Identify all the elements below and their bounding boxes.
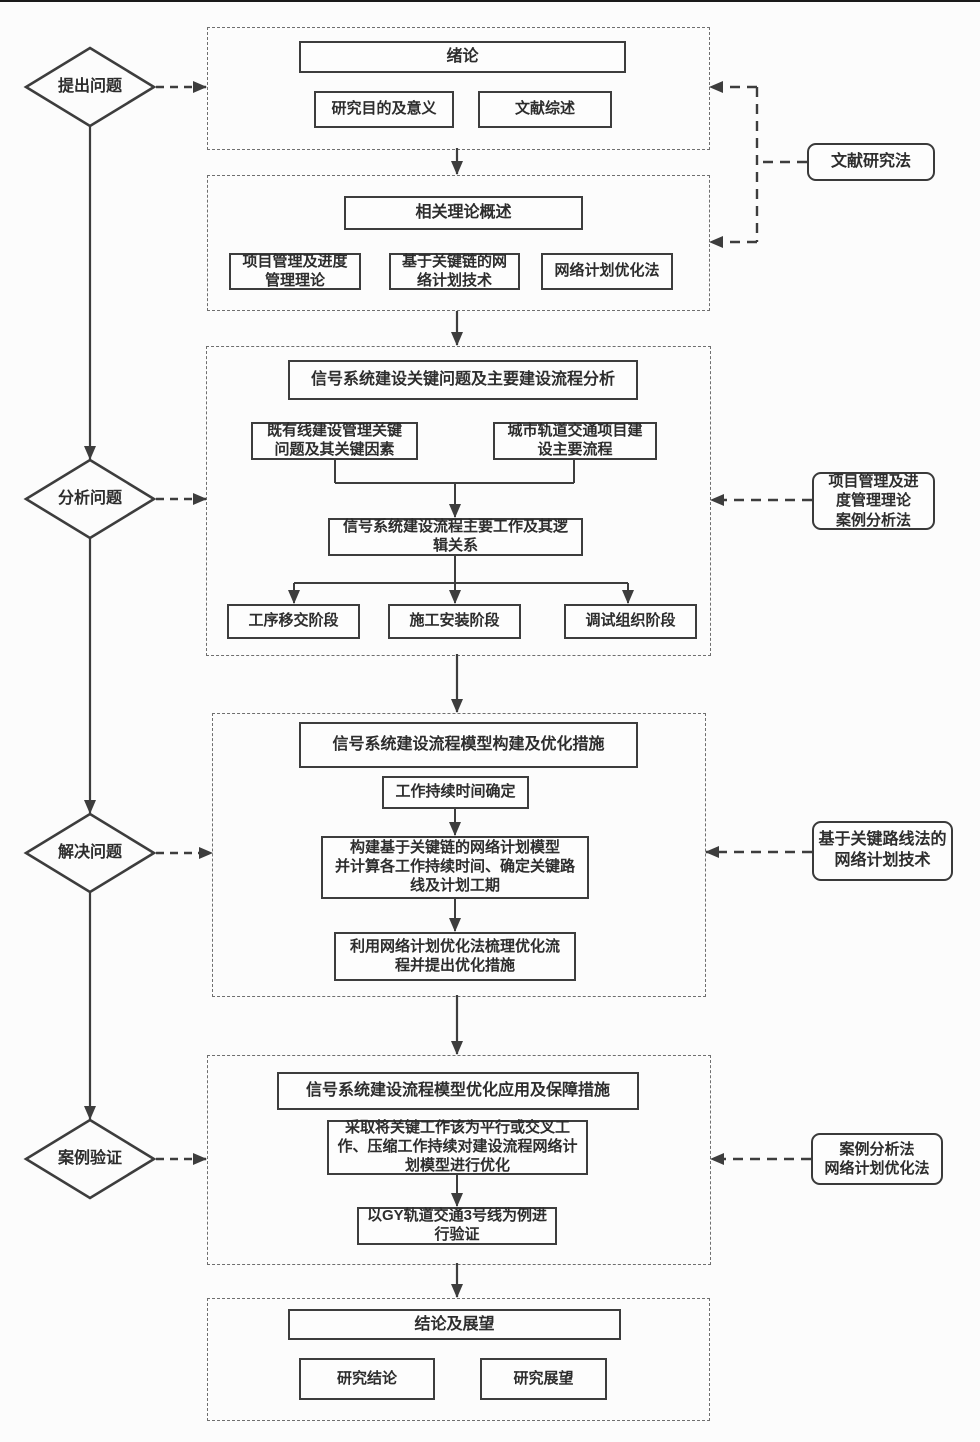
box-model-building-title: 信号系统建设流程模型构建及优化措施 [299,722,638,768]
method-critical-path-technique: 基于关键路线法的 网络计划技术 [812,821,953,881]
method-dashed-connectors [705,81,812,1165]
box-stage-installation: 施工安装阶段 [388,604,521,639]
box-build-network-model: 构建基于关键链的网络计划模型 并计算各工作持续时间、确定关键路 线及计划工期 [321,836,589,899]
stage-label-raise-question: 提出问题 [57,78,122,95]
box-research-purpose: 研究目的及意义 [314,91,454,128]
box-gy-line3-verification: 以GY轨道交通3号线为例进 行验证 [357,1207,557,1245]
box-optimize-process: 利用网络计划优化法梳理优化流 程并提出优化措施 [334,932,576,981]
box-conclusion-title: 结论及展望 [288,1309,621,1340]
method-case-network-optimization: 案例分析法 网络计划优化法 [811,1133,943,1185]
box-stage-debugging: 调试组织阶段 [564,604,697,639]
box-main-work-logic: 信号系统建设流程主要工作及其逻 辑关系 [328,518,583,556]
box-analysis-title: 信号系统建设关键问题及主要建设流程分析 [288,360,638,400]
box-application-title: 信号系统建设流程模型优化应用及保障措施 [277,1072,639,1110]
box-project-management-theory: 项目管理及进度 管理理论 [229,253,361,290]
box-introduction-title: 绪论 [299,41,626,73]
box-stage-handover: 工序移交阶段 [227,604,360,639]
stage-diamonds [23,46,157,1200]
box-network-plan-optimization: 网络计划优化法 [541,253,673,290]
box-literature-review: 文献综述 [478,91,612,128]
box-duration-determination: 工作持续时间确定 [382,776,529,809]
stage-dashed-arrows [156,81,213,1165]
method-literature-research: 文献研究法 [807,143,935,181]
stage-label-case-verification: 案例验证 [57,1150,122,1167]
box-critical-chain-technique: 基于关键链的网 络计划技术 [389,253,520,290]
section-conclusion [207,1298,710,1421]
stage-label-analyze-question: 分析问题 [57,490,122,507]
box-research-conclusion: 研究结论 [299,1358,435,1400]
box-existing-line-problems: 既有线建设管理关键 问题及其关键因素 [251,422,418,460]
box-research-outlook: 研究展望 [480,1358,607,1400]
box-theory-overview-title: 相关理论概述 [344,196,583,230]
stage-label-solve-question: 解决问题 [57,844,122,861]
box-urban-rail-process: 城市轨道交通项目建 设主要流程 [493,422,657,460]
method-pm-theory-case-analysis: 项目管理及进 度管理理论 案例分析法 [812,472,935,530]
box-parallel-cross-optimization: 采取将关键工作该为平行或交叉工 作、压缩工作持续对建设流程网络计 划模型进行优化 [327,1119,588,1175]
